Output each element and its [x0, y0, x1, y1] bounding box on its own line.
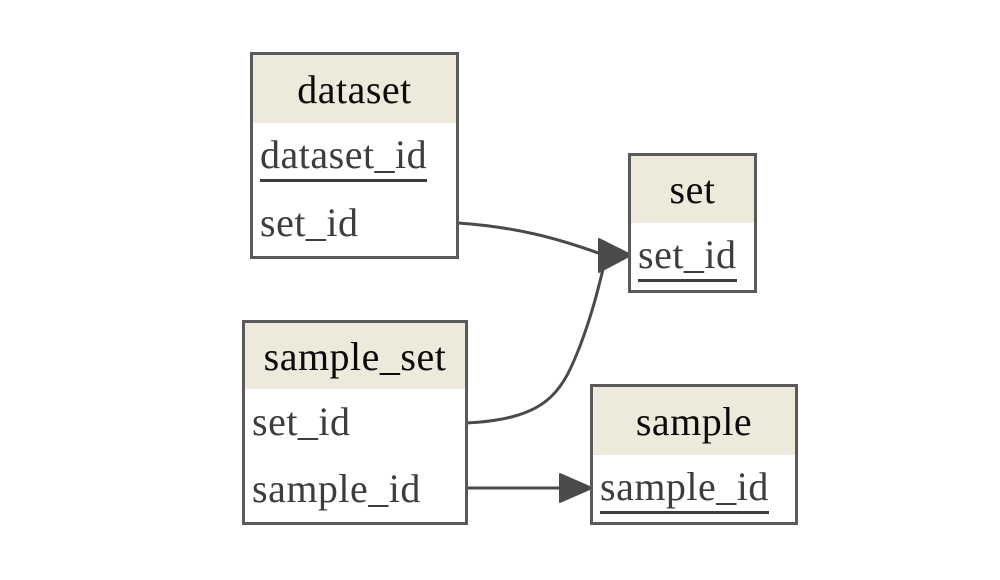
- field-name: sample_id: [600, 463, 769, 514]
- field-row-dataset-dataset_id: dataset_id: [253, 123, 456, 190]
- field-row-set-set_id: set_id: [631, 223, 754, 290]
- table-dataset-title: dataset: [253, 55, 456, 123]
- field-name: sample_id: [252, 465, 421, 511]
- field-name: set_id: [638, 231, 737, 282]
- field-row-sample_set-set_id: set_id: [245, 389, 465, 456]
- table-sample: sample sample_id: [590, 384, 798, 525]
- table-sample_set: sample_set set_id sample_id: [242, 320, 468, 525]
- table-set: set set_id: [628, 153, 757, 293]
- arrowhead-to-set-icon: [598, 238, 632, 273]
- field-name: set_id: [260, 199, 359, 245]
- field-name: dataset_id: [260, 131, 428, 182]
- edge-dataset-setid-to-set: [457, 221, 602, 256]
- table-dataset: dataset dataset_id set_id: [250, 52, 459, 259]
- field-name: set_id: [252, 399, 351, 445]
- table-set-title: set: [631, 156, 754, 223]
- field-row-sample-sample_id: sample_id: [593, 455, 795, 522]
- table-sample-title: sample: [593, 387, 795, 455]
- arrowhead-to-sample-icon: [559, 473, 593, 503]
- field-row-dataset-set_id: set_id: [253, 190, 456, 257]
- edge-sampleset-setid-to-set: [465, 260, 607, 425]
- table-sample_set-title: sample_set: [245, 323, 465, 389]
- field-row-sample_set-sample_id: sample_id: [245, 456, 465, 523]
